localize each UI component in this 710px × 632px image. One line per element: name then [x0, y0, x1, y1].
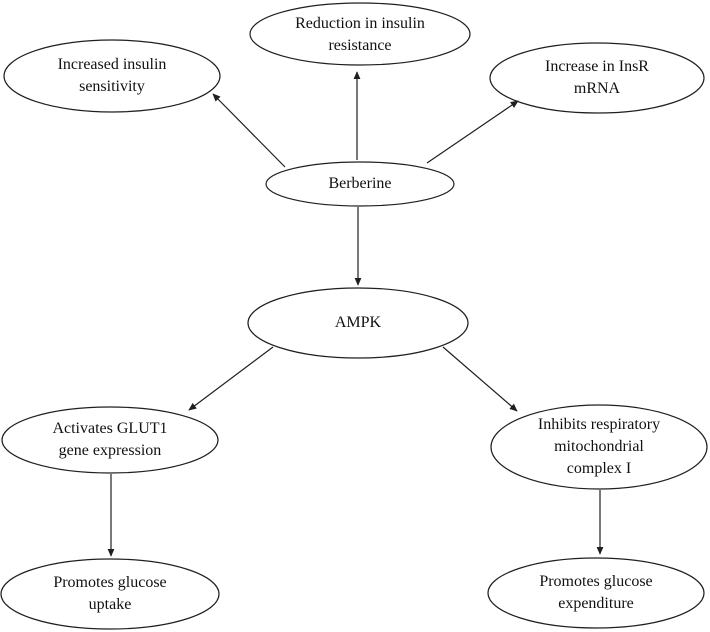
node-label-promotes-uptake: Promotes glucose uptake — [53, 574, 167, 613]
node-label-ampk: AMPK — [334, 314, 382, 331]
arrow-berberine-to-increase-insr-mrna — [426, 100, 519, 164]
node-increased-insulin-sensitivity — [3, 39, 221, 113]
node-promotes-uptake — [0, 558, 220, 630]
node-increase-insr-mrna — [489, 42, 705, 114]
node-promotes-expenditure — [487, 557, 705, 629]
node-ampk — [247, 287, 469, 359]
node-label-inhibits-complex1: Inhibits respiratory mitochondrial compl… — [537, 416, 661, 477]
node-reduction-insulin-resistance — [249, 2, 471, 66]
node-label-promotes-expenditure: Promotes glucose expenditure — [539, 573, 653, 612]
node-label-reduction-insulin-resistance: Reduction in insulin resistance — [295, 15, 425, 54]
node-label-increase-insr-mrna: Increase in InsR mRNA — [545, 58, 649, 97]
node-label-activates-glut1: Activates GLUT1 gene expression — [52, 420, 168, 459]
arrow-ampk-to-activates-glut1 — [188, 346, 274, 411]
node-berberine — [265, 161, 455, 207]
arrow-berberine-to-increased-insulin-sensitivity — [212, 93, 286, 168]
node-label-increased-insulin-sensitivity: Increased insulin sensitivity — [57, 56, 167, 95]
node-label-berberine: Berberine — [328, 175, 392, 192]
node-activates-glut1 — [1, 406, 219, 474]
node-inhibits-complex1 — [490, 404, 708, 490]
arrow-ampk-to-inhibits-complex1 — [442, 346, 518, 412]
